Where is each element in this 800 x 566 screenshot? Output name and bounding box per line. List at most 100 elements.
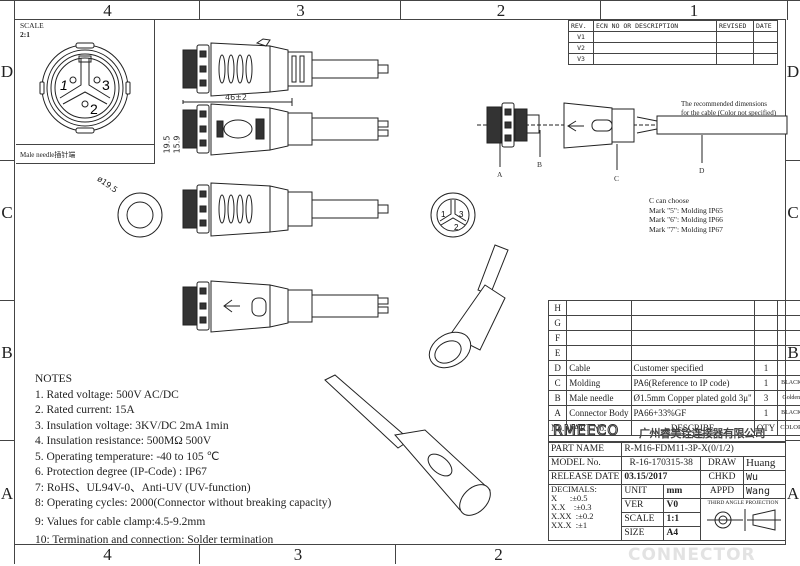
zone-col-3: 3: [199, 1, 401, 20]
zone-col-3-bottom: 3: [199, 545, 396, 564]
bom-cell-part: [566, 300, 632, 316]
company-logo: RMEECO: [552, 423, 620, 440]
bom-header-part: PART No.: [566, 420, 632, 436]
bom-cell-describe: Customer specified: [630, 360, 755, 376]
bom-cell-qty: [753, 345, 779, 361]
bom-row: G: [547, 315, 800, 331]
revision-table: REV. ECN NO OR DESCRIPTION REVISED DATE …: [568, 20, 778, 65]
zone-divider: [0, 300, 14, 301]
release-date-label: RELEASE DATE: [547, 470, 623, 485]
zone-col-4: 4: [14, 1, 200, 20]
mating-pin-3: 3: [459, 210, 464, 219]
molding-option: Mark "6": Molding IP66: [649, 215, 723, 224]
rev-header: REV.: [568, 20, 594, 32]
bom-cell-describe: [630, 330, 755, 346]
zone-row-a-right: A: [786, 484, 800, 503]
dim-length: 46±2: [225, 93, 247, 102]
note-item: 1. Rated voltage: 500V AC/DC: [35, 388, 179, 401]
zone-row-c-left: C: [1, 203, 13, 222]
pin-face-detail: 1 3 2: [39, 42, 131, 134]
pin-label-1: 1: [60, 77, 68, 93]
zone-col-2: 2: [400, 1, 601, 20]
bom-cell-describe: [630, 315, 755, 331]
front-face-view: [117, 192, 163, 238]
ecn-header: ECN NO OR DESCRIPTION: [593, 20, 717, 32]
isometric-view-lower: [324, 374, 491, 516]
bom-cell-qty: [753, 315, 779, 331]
pin-label-2: 2: [90, 101, 98, 117]
bom-cell-qty: 1: [753, 375, 779, 391]
size-label: SIZE: [621, 526, 665, 541]
dim-thread-diameter: 15.9: [172, 135, 182, 154]
bom-cell-describe: PA6(Reference to IP code): [630, 375, 755, 391]
zone-divider: [0, 440, 14, 441]
scale-label: SCALE: [621, 512, 665, 527]
release-date-value: 03.15/2017: [621, 470, 701, 485]
side-view-third: [182, 182, 389, 237]
note-item: 2. Rated current: 15A: [35, 404, 135, 416]
callout-d: D: [699, 166, 705, 175]
mating-face-view: 1 3 2: [430, 192, 476, 238]
side-view-bottom: [182, 280, 389, 333]
bom-cell-part: Cable: [566, 360, 632, 376]
callout-b: B: [537, 160, 542, 169]
zone-col-4-bottom: 4: [14, 545, 200, 564]
revision-row: V2: [568, 42, 778, 54]
bom-cell-color: Golden: [777, 390, 800, 406]
company-name: 广州睿美铨连接器有限公司: [639, 428, 766, 440]
dim-outer-diameter: 19.5: [162, 135, 172, 154]
bom-cell-describe: [630, 345, 755, 361]
callout-c: C: [614, 174, 619, 183]
watermark: CONNECTOR: [628, 545, 756, 565]
chkd-label: CHKD: [699, 470, 745, 485]
bom-row: E: [547, 345, 800, 361]
revision-header-row: REV. ECN NO OR DESCRIPTION REVISED DATE: [568, 20, 778, 32]
bom-cell-color: [777, 315, 800, 331]
zone-col-2-bottom: 2: [395, 545, 601, 564]
bom-cell-color: [777, 360, 800, 376]
zone-divider: [786, 160, 800, 161]
ver-label: VER: [621, 498, 665, 513]
isometric-view-upper: [428, 244, 509, 369]
bom-cell-no: F: [547, 330, 568, 346]
bom-cell-part: [566, 330, 632, 346]
zone-row-a-left: A: [0, 484, 14, 503]
bom-cell-no: C: [547, 375, 568, 391]
bom-cell-no: E: [547, 345, 568, 361]
molding-options-title: C can choose: [649, 196, 689, 205]
zone-row-b-left: B: [1, 343, 13, 362]
bom-cell-no: H: [547, 300, 568, 316]
note-item: 6. Protection degree (IP-Code) : IP67: [35, 466, 207, 478]
zone-row-d-left: D: [0, 62, 14, 81]
cable-note: The recommended dimensions for the cable…: [681, 100, 776, 118]
detail-caption: Male needle插针端: [20, 151, 76, 159]
bom-row: F: [547, 330, 800, 346]
bom-cell-part: Male needle: [566, 390, 632, 406]
molding-option: Mark "5": Molding IP65: [649, 205, 723, 215]
mating-pin-2: 2: [454, 223, 459, 232]
bom-cell-qty: 1: [753, 360, 779, 376]
unit-label: UNIT: [621, 484, 665, 499]
bom-cell-color: [777, 330, 800, 346]
bom-cell-describe: PA66+33%GF: [630, 405, 755, 421]
notes-title: NOTES: [35, 373, 73, 385]
appd-value: Wang: [743, 484, 786, 499]
cable-note-line-1: The recommended dimensions: [681, 100, 767, 108]
appd-label: APPD: [699, 484, 745, 499]
zone-divider: [0, 160, 14, 161]
bom-cell-qty: 3: [753, 390, 779, 406]
zone-row-c-right: C: [787, 203, 799, 222]
revised-header: REVISED: [716, 20, 754, 32]
bom-row: H: [547, 300, 800, 316]
bom-cell-no: G: [547, 315, 568, 331]
molding-option: Mark "7": Molding IP67: [649, 224, 723, 234]
note-item: 4. Insulation resistance: 500MΩ 500V: [35, 435, 212, 447]
bom-cell-part: Molding: [566, 375, 632, 391]
note-item: 8: Operating cycles: 2000(Connector with…: [35, 497, 332, 509]
bom-cell-no: B: [547, 390, 568, 406]
bom-cell-no: D: [547, 360, 568, 376]
third-angle-projection-icon: [706, 509, 781, 531]
notes-section: NOTES 1. Rated voltage: 500V AC/DC 2. Ra…: [35, 372, 331, 549]
